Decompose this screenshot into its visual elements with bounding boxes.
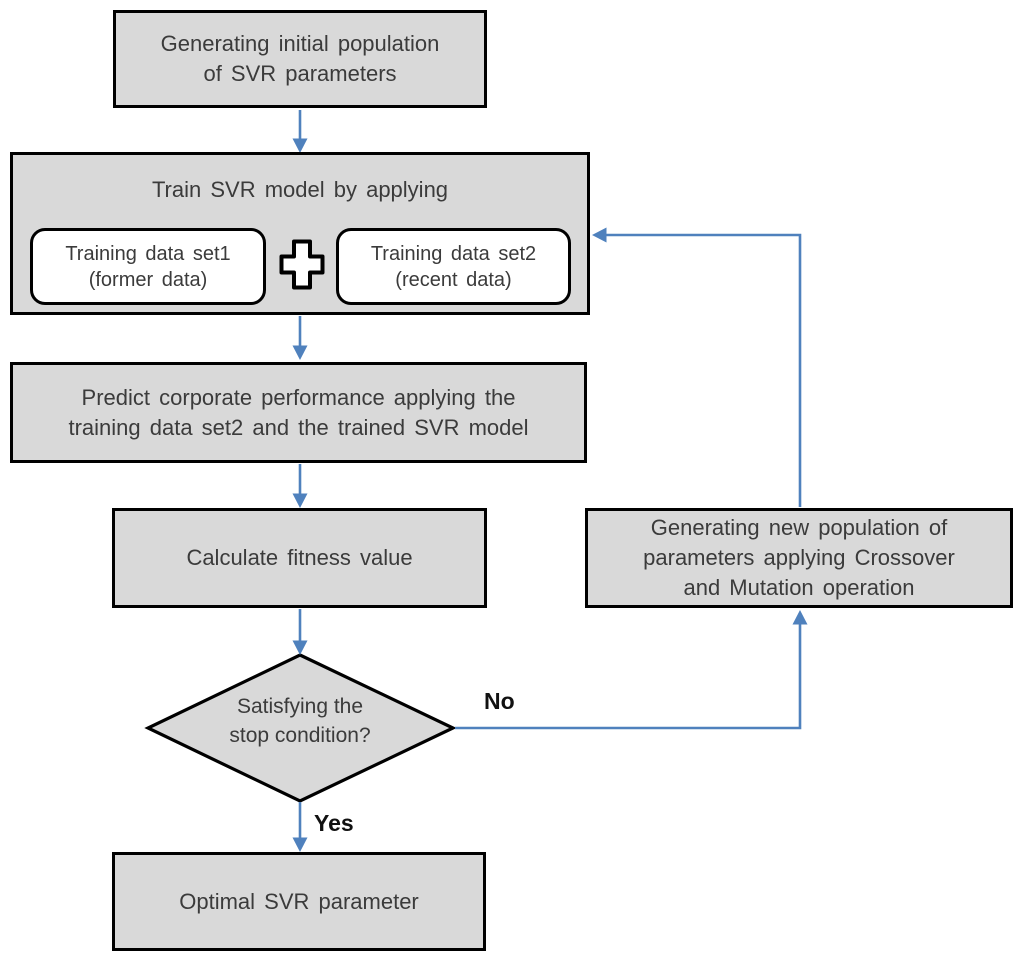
node-calculate-fitness: Calculate fitness value bbox=[112, 508, 487, 608]
edge-label-no: No bbox=[484, 688, 515, 714]
subnode-training-set1: Training data set1 (former data) bbox=[30, 228, 266, 305]
node-text-line: parameters applying Crossover bbox=[643, 545, 955, 571]
node-new-population: Generating new population of parameters … bbox=[585, 508, 1013, 608]
node-text-line: and Mutation operation bbox=[683, 574, 915, 600]
edge-newpop-train bbox=[601, 233, 802, 507]
node-text-line: Generating initial population bbox=[160, 31, 440, 57]
node-text-line: training data set2 and the trained SVR m… bbox=[68, 414, 529, 440]
node-text-line: Satisfying the bbox=[236, 695, 364, 718]
edge-label-yes: Yes bbox=[314, 810, 354, 836]
node-text-line: of SVR parameters bbox=[203, 61, 397, 86]
arrowhead-icon bbox=[292, 837, 308, 852]
node-decision-stop-condition: Satisfying the stop condition? bbox=[188, 692, 412, 751]
arrowhead-icon bbox=[292, 138, 308, 153]
node-text-line: Calculate fitness value bbox=[186, 545, 413, 571]
node-initial-population: Generating initial population of SVR par… bbox=[113, 10, 487, 108]
edge-decision-newpop bbox=[455, 620, 802, 730]
decision-diamond-shape bbox=[144, 653, 457, 803]
arrowhead-icon bbox=[592, 227, 607, 243]
subnode-training-set2: Training data set2 (recent data) bbox=[336, 228, 571, 305]
subnode-text-line: Training data set1 bbox=[65, 242, 231, 265]
node-text-line: Predict corporate performance applying t… bbox=[81, 384, 516, 410]
subnode-text-line: (former data) bbox=[88, 268, 208, 291]
node-text-line: Generating new population of bbox=[650, 515, 948, 541]
node-train-svr: Train SVR model by applying Training dat… bbox=[10, 152, 590, 315]
subnode-text-line: (recent data) bbox=[395, 268, 512, 291]
node-title: Train SVR model by applying bbox=[151, 177, 449, 202]
arrowhead-icon bbox=[292, 493, 308, 508]
arrowhead-icon bbox=[292, 345, 308, 360]
arrowhead-icon bbox=[792, 610, 808, 625]
arrowhead-icon bbox=[292, 640, 308, 655]
plus-icon bbox=[279, 239, 325, 290]
node-text-line: Optimal SVR parameter bbox=[179, 888, 419, 914]
node-text-line: stop condition? bbox=[229, 724, 371, 748]
node-optimal-parameter: Optimal SVR parameter bbox=[112, 852, 486, 951]
subnode-text-line: Training data set2 bbox=[370, 242, 537, 265]
node-predict-performance: Predict corporate performance applying t… bbox=[10, 362, 587, 463]
